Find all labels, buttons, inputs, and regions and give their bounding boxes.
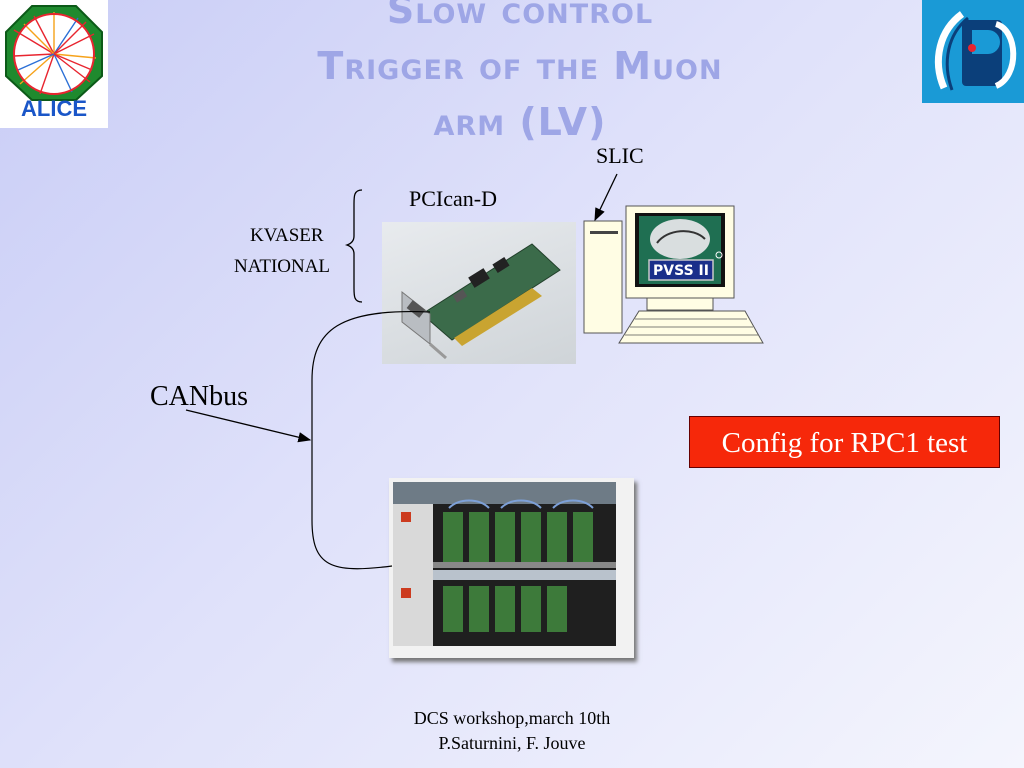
config-badge: Config for RPC1 test — [689, 416, 1000, 468]
alice-logo: ALICE — [0, 0, 108, 128]
alice-logo-text: ALICE — [21, 96, 87, 121]
pcican-card-image — [382, 222, 576, 364]
title-line-3: arm (LV) — [433, 100, 607, 144]
kvaser-label: KVASER — [250, 225, 324, 246]
pcican-label: PCIcan-D — [409, 186, 497, 211]
computer-graphic: PVSS II — [583, 205, 764, 344]
slide-title: Slow control Trigger of the Muon arm (LV… — [170, 0, 870, 150]
national-label: NATIONAL — [234, 256, 331, 277]
can-cable — [311, 310, 431, 570]
vendor-brace — [344, 189, 363, 303]
lv-crate-image — [389, 478, 634, 658]
slic-arrow — [594, 173, 618, 222]
footer-line-1: DCS workshop,march 10th — [413, 708, 611, 728]
ipn-logo-graphic — [934, 11, 1017, 91]
footer-line-2: P.Saturnini, F. Jouve — [438, 733, 586, 753]
slic-label: SLIC — [596, 143, 644, 168]
crate-graphic — [393, 482, 616, 646]
pvss-logo-text: PVSS II — [653, 263, 709, 279]
canbus-label: CANbus — [150, 381, 249, 412]
canbus-arrow — [185, 409, 312, 443]
title-line-2: Trigger of the Muon — [317, 44, 723, 88]
pci-card-graphic — [401, 243, 561, 360]
alice-logo-graphic — [5, 5, 103, 101]
title-line-1: Slow control — [386, 0, 654, 32]
ipn-logo — [922, 0, 1024, 103]
pvss-computer-image: PVSS II — [583, 205, 765, 345]
slide-footer: DCS workshop,march 10th P.Saturnini, F. … — [362, 706, 662, 756]
